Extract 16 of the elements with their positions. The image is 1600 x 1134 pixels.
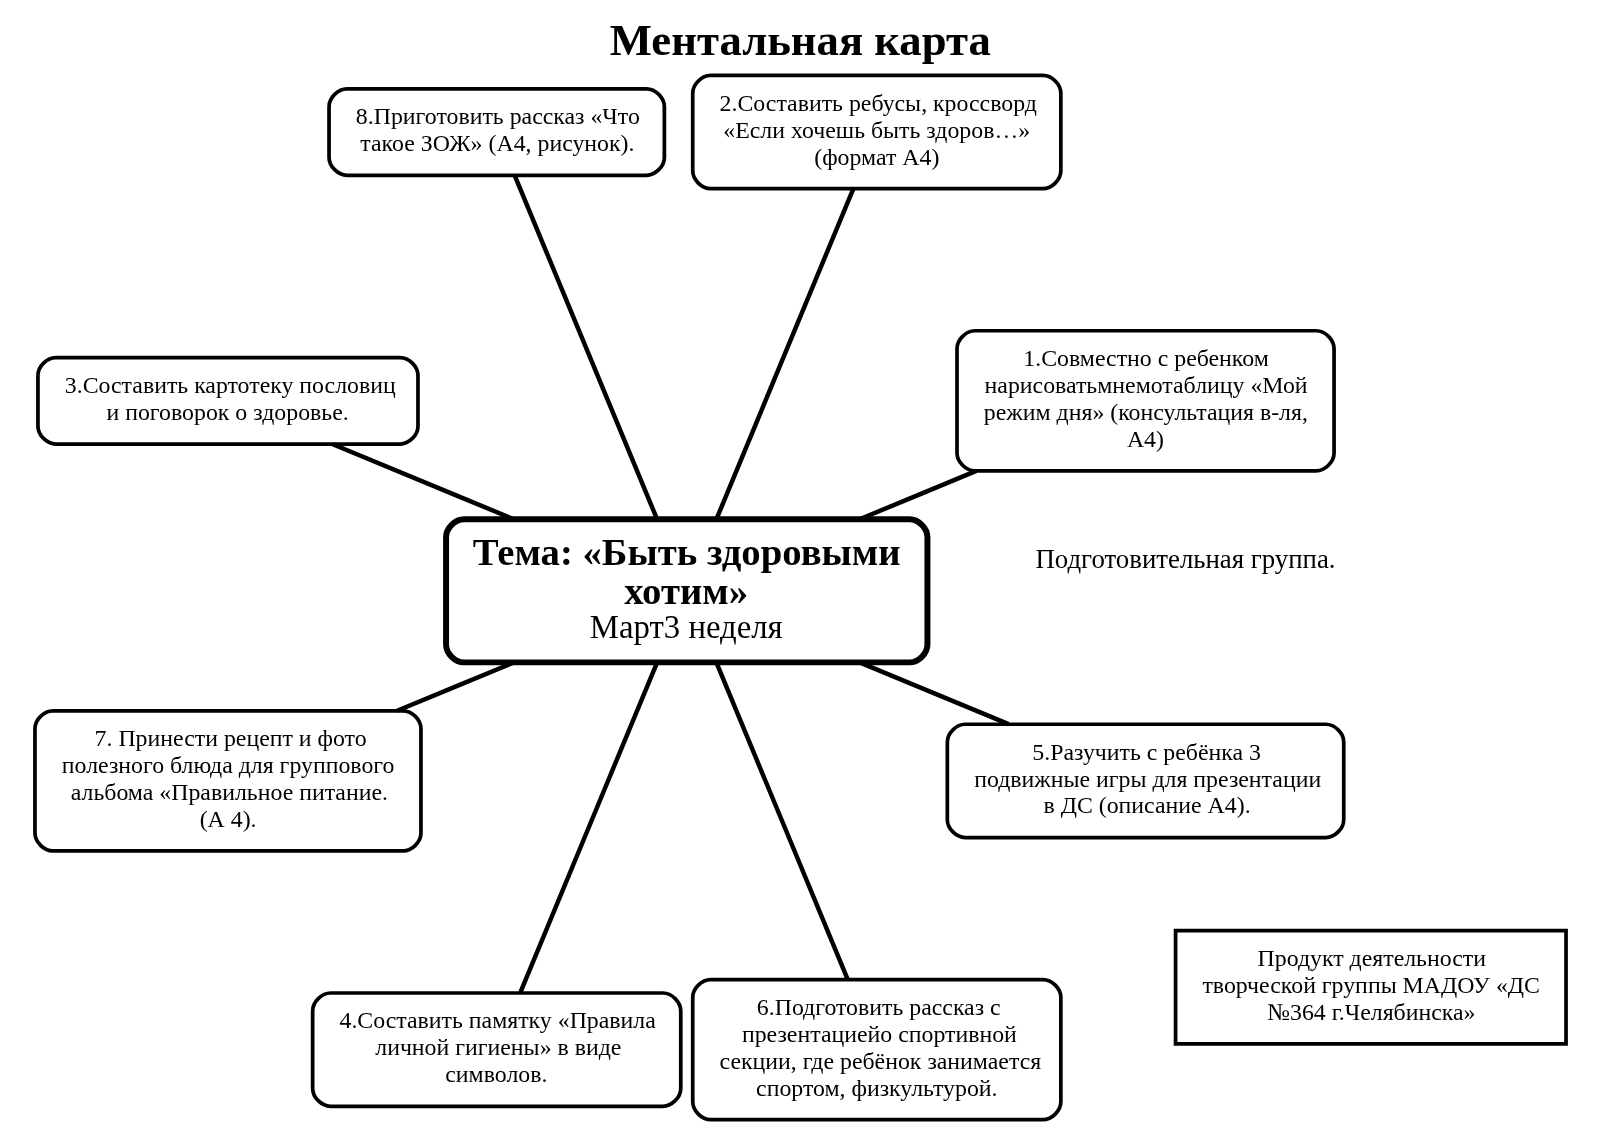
node-box: 4.Составить памятку «Правила личной гигиены» в виде символов. [310, 991, 683, 1109]
node-box: 8.Приготовить рассказ «Что такое ЗОЖ» (А4, рисунок). [326, 86, 666, 178]
connector [858, 468, 977, 522]
node-box: Тема: «Быть здоровыми хотим» Март3 неделя [442, 516, 930, 666]
label: Подготовительная группа. [1034, 543, 1336, 574]
node-box: 3.Составить картотеку пословиц и поговорок о здоровье. [35, 355, 420, 446]
diagram-title: Ментальная карта [609, 14, 991, 65]
node-box: 5.Разучить с ребёнка 3 подвижные игры для презентации в ДС (описание А4). [944, 722, 1346, 840]
connector [395, 660, 515, 713]
connector [858, 660, 1009, 727]
node-box: 2.Составить ребусы, кроссворд «Если хочешь быть здоров…» (формат А4) [690, 73, 1063, 191]
node-box: 6.Подготовить рассказ с презентациейо спортивной секции, где ребёнок занимается спортом, физкультурой. [690, 977, 1063, 1122]
node-box: 1.Совместно с ребенком нарисоватьмнемотаблицу «Мой режим дня» (консультация в-ля, А4) [954, 328, 1336, 473]
node-box: 7. Принести рецепт и фото полезного блюда для группового альбома «Правильное питание. (А 4). [32, 708, 423, 853]
node-box: Продукт деятельности творческой группы МАДОУ «ДС №364 г.Челябинска» [1173, 928, 1568, 1046]
connector [331, 442, 515, 522]
